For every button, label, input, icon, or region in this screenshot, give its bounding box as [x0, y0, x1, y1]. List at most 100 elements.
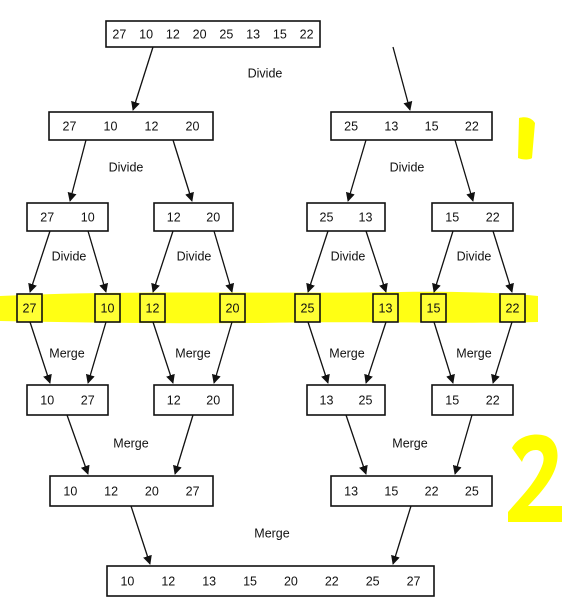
array-box [48, 111, 214, 141]
flow-arrow [29, 321, 52, 384]
flow-arrow [306, 230, 329, 293]
array-box [294, 293, 321, 323]
array-value: 22 [465, 119, 479, 133]
array-value: 25 [320, 210, 334, 224]
array-value: 15 [425, 119, 439, 133]
flow-arrow [211, 321, 233, 384]
array-value: 27 [81, 393, 95, 407]
array-value: 15 [445, 210, 459, 224]
highlight-band [0, 291, 538, 324]
flow-arrow [67, 139, 87, 202]
array-box [153, 384, 234, 416]
array-value: 22 [425, 484, 439, 498]
flow-arrow [87, 230, 109, 293]
array-value: 13 [344, 484, 358, 498]
array-value: 13 [202, 574, 216, 588]
array-box [26, 202, 109, 232]
array-box [139, 293, 166, 323]
array-value: 22 [486, 393, 500, 407]
flow-arrow [66, 414, 90, 475]
array-value: 12 [166, 27, 180, 41]
flow-arrow [28, 230, 51, 293]
array-box [330, 475, 493, 507]
array-value: 10 [63, 484, 77, 498]
array-value: 10 [139, 27, 153, 41]
merge-label: Merge [456, 346, 491, 360]
array-value: 15 [243, 574, 257, 588]
flow-arrow [173, 414, 194, 475]
array-box [420, 293, 447, 323]
array-box [431, 202, 514, 232]
array-box [26, 384, 109, 416]
flow-arrow [85, 321, 107, 384]
array-value: 12 [104, 484, 118, 498]
array-value: 25 [359, 393, 373, 407]
array-box [330, 111, 493, 141]
flow-arrow [131, 46, 154, 111]
array-value: 20 [186, 119, 200, 133]
merge-label: Merge [329, 346, 364, 360]
divide-label: Divide [390, 160, 425, 174]
array-box [106, 565, 435, 597]
merge-label: Merge [113, 436, 148, 450]
array-value: 12 [146, 301, 160, 315]
array-value: 15 [427, 301, 441, 315]
merge-label: Merge [392, 436, 427, 450]
array-value: 15 [445, 393, 459, 407]
flow-arrow [213, 230, 235, 293]
array-value: 10 [81, 210, 95, 224]
array-value: 27 [23, 301, 37, 315]
divide-label: Divide [331, 249, 366, 263]
flow-arrow [491, 321, 513, 384]
flow-arrow [492, 230, 514, 293]
flow-arrow [454, 139, 476, 202]
array-value: 12 [161, 574, 175, 588]
array-value: 27 [186, 484, 200, 498]
merge-label: Merge [49, 346, 84, 360]
array-value: 22 [506, 301, 520, 315]
array-value: 20 [206, 393, 220, 407]
flow-arrow [345, 139, 367, 202]
flow-arrow [151, 230, 174, 293]
divide-label: Divide [109, 160, 144, 174]
array-value: 12 [145, 119, 159, 133]
array-value: 27 [40, 210, 54, 224]
flow-arrow [364, 321, 387, 384]
array-value: 10 [104, 119, 118, 133]
array-value: 20 [226, 301, 240, 315]
array-value: 20 [193, 27, 207, 41]
array-value: 15 [384, 484, 398, 498]
digit-two-mark [508, 434, 562, 522]
array-box [219, 293, 246, 323]
flow-arrow [152, 321, 175, 384]
array-value: 20 [145, 484, 159, 498]
flow-arrow [392, 46, 413, 111]
array-value: 22 [300, 27, 314, 41]
array-value: 25 [344, 119, 358, 133]
array-value: 20 [206, 210, 220, 224]
array-box [105, 20, 321, 48]
array-value: 13 [246, 27, 260, 41]
merge-label: Merge [254, 526, 289, 540]
flow-arrow [172, 139, 194, 202]
flow-arrows [28, 46, 514, 565]
flow-arrow [433, 321, 455, 384]
array-value: 13 [379, 301, 393, 315]
array-value: 12 [167, 393, 181, 407]
array-value: 12 [167, 210, 181, 224]
array-value: 10 [101, 301, 115, 315]
array-value: 27 [63, 119, 77, 133]
divide-label: Divide [52, 249, 87, 263]
array-box [306, 202, 386, 232]
array-value: 13 [359, 210, 373, 224]
array-box [94, 293, 121, 323]
array-box [16, 293, 43, 323]
highlight-stroke-mark [518, 117, 535, 160]
array-value: 27 [112, 27, 126, 41]
array-value: 10 [40, 393, 54, 407]
divide-label: Divide [457, 249, 492, 263]
flow-arrow [432, 230, 454, 293]
divide-label: Divide [177, 249, 212, 263]
array-value: 22 [486, 210, 500, 224]
